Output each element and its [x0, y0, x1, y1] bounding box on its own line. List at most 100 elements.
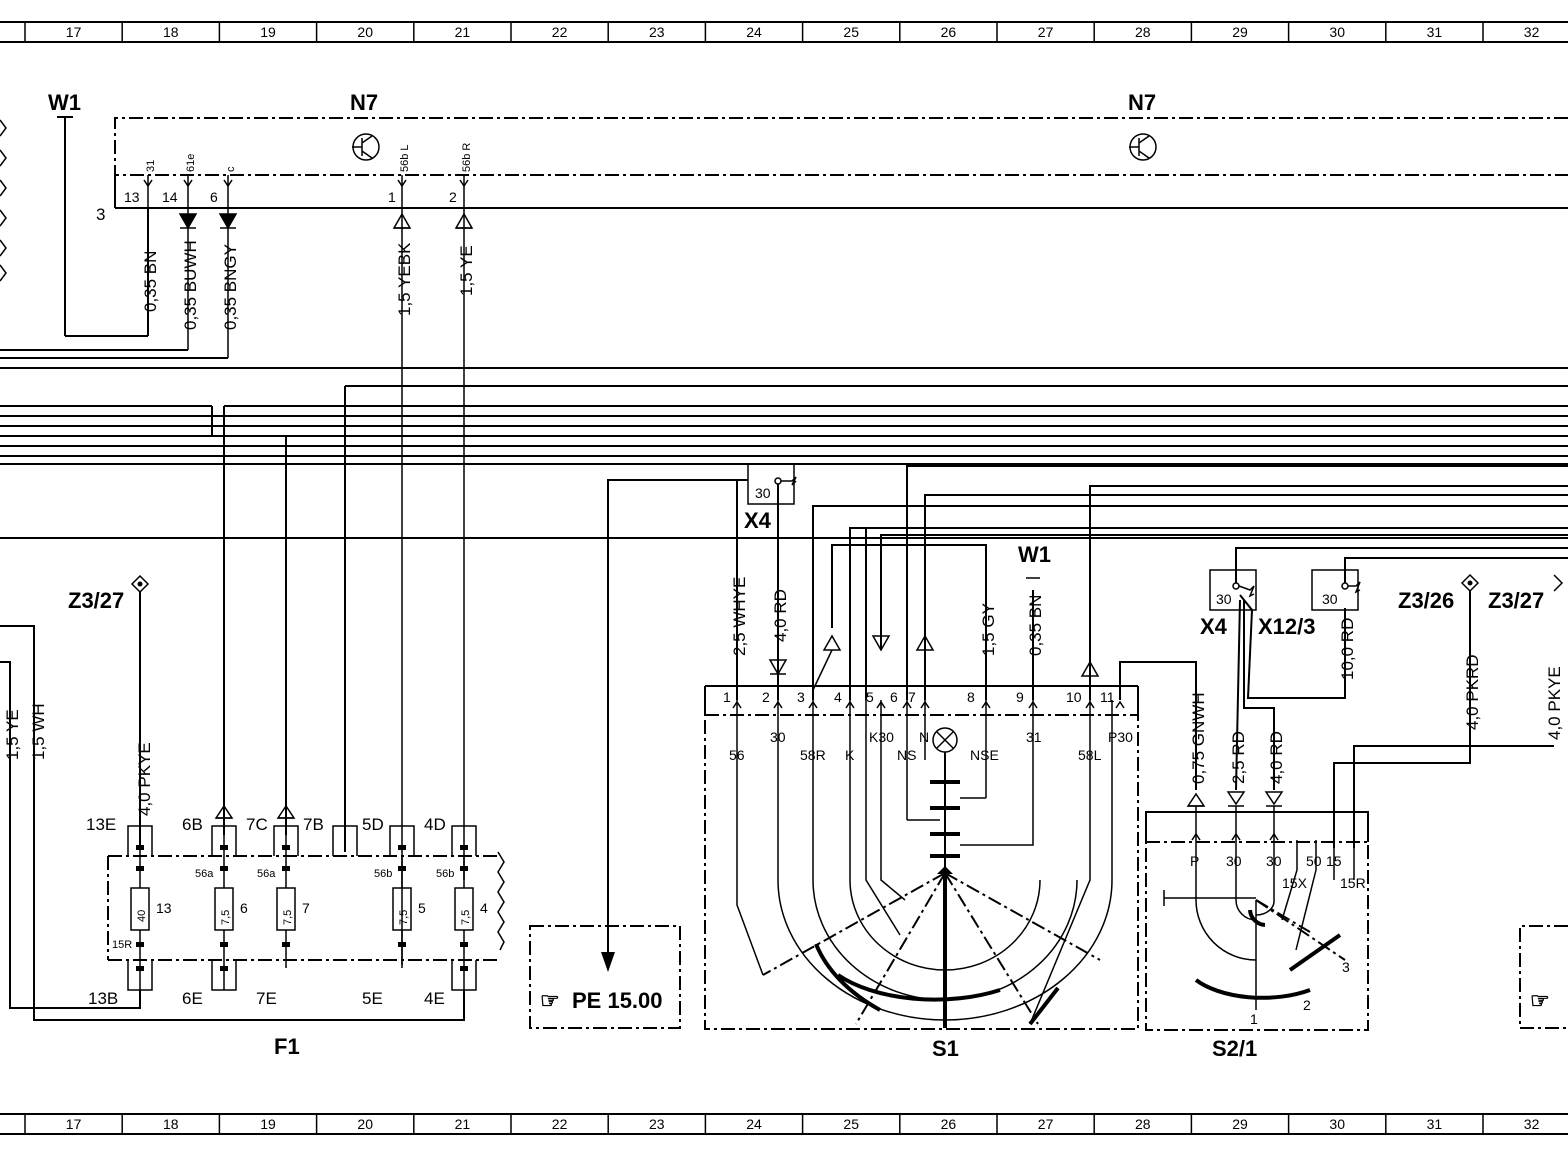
- ruler-column-number: 21: [455, 1116, 471, 1132]
- s1-pin-num: 8: [967, 689, 975, 705]
- s2-pin-name: 15X: [1282, 875, 1308, 891]
- s2-pin-name: 30: [1226, 853, 1242, 869]
- fuse-number: 13: [156, 900, 172, 916]
- f1-fuse-box: [107, 804, 505, 1020]
- ruler-column-number: 32: [1524, 1116, 1540, 1132]
- n7-label-left: N7: [350, 90, 378, 115]
- ruler-column-number: 28: [1135, 24, 1151, 40]
- fuse-terminal-name: 56a: [257, 868, 276, 880]
- f1-terminal: 7B: [303, 815, 324, 834]
- ruler-column-number: 17: [66, 24, 82, 40]
- ruler-column-number: 25: [843, 24, 859, 40]
- z3-27-left-splice: [130, 574, 150, 845]
- ruler-column-number: 23: [649, 24, 665, 40]
- fuse-rating: 7,5: [282, 910, 294, 925]
- n7-pin-name: c: [225, 166, 237, 172]
- ruler-column-number: 31: [1427, 1116, 1443, 1132]
- wire-label: 1,5 YE: [457, 245, 476, 296]
- ruler-column-number: 29: [1232, 1116, 1248, 1132]
- ruler-column-number: 19: [260, 1116, 276, 1132]
- x12-terminal: 30: [1322, 591, 1338, 607]
- f1-terminal: 7C: [246, 815, 268, 834]
- s1-arrows: [768, 577, 1100, 691]
- fuse-number: 6: [240, 900, 248, 916]
- f1-terminal: 7E: [256, 989, 277, 1008]
- s1-pin-num: 10: [1066, 689, 1082, 705]
- wire-label: 1,5 GY: [979, 603, 998, 656]
- hand-pointer-icon: ☞: [540, 988, 560, 1013]
- f1-terminal: 5D: [362, 815, 384, 834]
- ruler-column-number: 32: [1524, 24, 1540, 40]
- wire-label: 2,5 WHYE: [730, 577, 749, 656]
- fuse-number: 4: [480, 900, 488, 916]
- s2-position: 1: [1250, 1011, 1258, 1027]
- f1-terminal: 4D: [424, 815, 446, 834]
- pe-reference: PE 15.00: [572, 988, 663, 1013]
- s1-switch: [704, 685, 1139, 1030]
- x4-connector-s1: [736, 463, 797, 640]
- s1-label: S1: [932, 1036, 959, 1061]
- wire-label: 4,0 RD: [771, 589, 790, 642]
- wire-label: 1,5 YE: [3, 709, 22, 760]
- fuse-terminal-name: 56a: [195, 868, 214, 880]
- fuse-rating: 7,5: [398, 910, 410, 925]
- f1-terminal: 6E: [182, 989, 203, 1008]
- s2-pin-name: 15R: [1340, 875, 1366, 891]
- ruler-column-number: 26: [941, 24, 957, 40]
- left-edge-connectors: [0, 119, 7, 282]
- wire-label: 4,0 PKYE: [1545, 666, 1564, 740]
- s1-pin-name: 56: [729, 747, 745, 763]
- ruler-column-number: 18: [163, 24, 179, 40]
- wire-label: 4,0 PKYE: [135, 742, 154, 816]
- fuse-number: 5: [418, 900, 426, 916]
- s1-pin-name: NS: [897, 747, 916, 763]
- n7-pin-num: 14: [162, 189, 178, 205]
- wire-label: 1,5 YEBK: [395, 242, 414, 316]
- s1-pin-num: 6: [890, 689, 898, 705]
- ruler-column-number: 27: [1038, 24, 1054, 40]
- s1-pin-num: 3: [797, 689, 805, 705]
- ruler-column-number: 25: [843, 1116, 859, 1132]
- ruler-column-number: 27: [1038, 1116, 1054, 1132]
- s1-pin-name: 58R: [800, 747, 826, 763]
- wire-label: 4,0 RD: [1267, 731, 1286, 784]
- harness-lines: [0, 349, 1568, 852]
- harness-number: 3: [96, 205, 105, 224]
- s1-pin-num: 4: [834, 689, 842, 705]
- n7-pins: [143, 175, 474, 965]
- n7-pin-num: 2: [449, 189, 457, 205]
- n7-label-right: N7: [1128, 90, 1156, 115]
- wire-label: 2,5 RD: [1229, 731, 1248, 784]
- s2-pin-name: 15: [1326, 853, 1342, 869]
- x4-terminal: 30: [1216, 591, 1232, 607]
- ruler-column-number: 23: [649, 1116, 665, 1132]
- fuse-terminal-name: 56b: [436, 868, 454, 880]
- ruler-column-number: 20: [357, 24, 373, 40]
- s2-pin-name: 30: [1266, 853, 1282, 869]
- fuse-rating: 7,5: [220, 910, 232, 925]
- x4-label: X4: [1200, 614, 1228, 639]
- s1-pin-num: 7: [908, 689, 916, 705]
- n7-pin-name: 61e: [185, 154, 197, 172]
- n7-pin-num: 1: [388, 189, 396, 205]
- fuse-rating: 7,5: [460, 910, 472, 925]
- s2-pin-name: P: [1190, 853, 1199, 869]
- x4-x12-connectors: [1209, 547, 1568, 791]
- wire-label: 0,75 GNWH: [1189, 692, 1208, 784]
- w1-ground: [57, 116, 149, 337]
- ruler-column-number: 21: [455, 24, 471, 40]
- wire-label: 0,35 BN: [1026, 595, 1045, 656]
- ruler-column-number: 17: [66, 1116, 82, 1132]
- s1-feed-wires: [736, 465, 1568, 790]
- s2-position: 2: [1303, 997, 1311, 1013]
- pe-reference-box: [529, 479, 748, 1029]
- n7-pin-name: 56b L: [399, 144, 411, 172]
- s2-position: 3: [1342, 959, 1350, 975]
- z3-27-label: Z3/27: [68, 588, 124, 613]
- n7-pin-name: 31: [145, 160, 157, 172]
- ruler-column-number: 20: [357, 1116, 373, 1132]
- n7-pin-name: 56b R: [461, 143, 473, 172]
- s2-pin-name: 50: [1306, 853, 1322, 869]
- f1-label: F1: [274, 1034, 300, 1059]
